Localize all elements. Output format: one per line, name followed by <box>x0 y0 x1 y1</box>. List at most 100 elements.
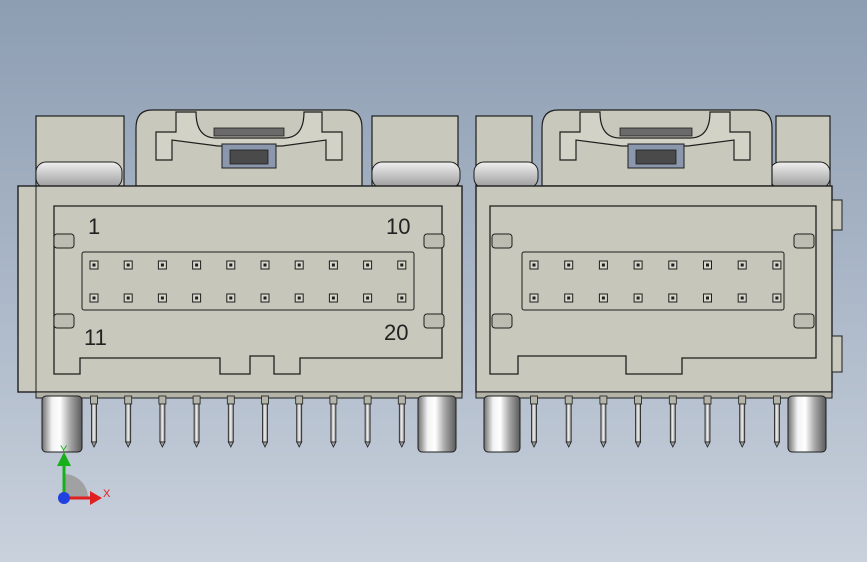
left-key-bl <box>53 313 75 329</box>
pin-label-20: 20 <box>384 320 408 345</box>
pcb-pin <box>296 403 303 443</box>
right-key-tr <box>793 233 815 249</box>
contact-hole-core <box>532 296 536 300</box>
left-connector[interactable]: 1 10 11 20 <box>17 109 463 453</box>
pcb-pin <box>159 403 166 443</box>
pcb-pin-shoulder <box>192 395 201 405</box>
left-latch-arm <box>155 111 343 161</box>
contact-hole-core <box>740 296 744 300</box>
left-peg-right <box>417 395 457 453</box>
contact-hole-core <box>297 296 301 300</box>
contact-hole-core <box>229 296 233 300</box>
pcb-pin-shoulder <box>226 395 235 405</box>
pcb-pin-tip <box>330 441 337 448</box>
contact-hole-core <box>567 263 571 267</box>
pcb-pin-shoulder <box>564 395 573 405</box>
left-key-tr <box>423 233 445 249</box>
pcb-pin-tip <box>90 441 98 448</box>
pcb-pin <box>600 403 607 443</box>
right-key-tl <box>491 233 513 249</box>
contact-hole-core <box>740 263 744 267</box>
contact-hole-core <box>775 296 779 300</box>
right-latch-arm <box>559 111 751 161</box>
pcb-pin-shoulder <box>599 395 608 405</box>
left-latch-tab <box>229 149 269 165</box>
pcb-pin <box>262 403 268 443</box>
pcb-pin-shoulder <box>158 395 167 405</box>
pcb-pin <box>739 403 746 443</box>
x-axis-arrowhead-icon <box>90 491 102 505</box>
pcb-pin-shoulder <box>90 395 98 405</box>
left-pcb-pins <box>90 395 406 448</box>
pin-label-10: 10 <box>386 214 410 239</box>
contact-hole-core <box>331 263 335 267</box>
right-latch-tab <box>635 149 677 165</box>
pcb-pin-shoulder <box>329 395 338 405</box>
pin-label-1: 1 <box>88 214 100 239</box>
pcb-pin <box>398 403 405 443</box>
pcb-pin-shoulder <box>634 395 642 405</box>
right-key-bl <box>491 313 513 329</box>
pcb-pin-shoulder <box>261 395 269 405</box>
contact-hole-core <box>636 263 640 267</box>
contact-hole-core <box>636 296 640 300</box>
pcb-pin-tip <box>739 441 746 448</box>
contact-hole-core <box>297 263 301 267</box>
left-shoulder-right <box>371 161 461 189</box>
pcb-pin-tip <box>398 441 405 448</box>
contact-hole-core <box>775 263 779 267</box>
right-shoulder-right <box>769 161 831 189</box>
pcb-pin-tip <box>565 441 572 448</box>
pin-label-11: 11 <box>84 325 107 350</box>
pcb-pin <box>565 403 572 443</box>
right-contact-holes <box>529 260 782 303</box>
right-key-br <box>793 313 815 329</box>
pcb-pin-shoulder <box>124 395 133 405</box>
pcb-pin-tip <box>364 441 371 448</box>
contact-hole-core <box>706 263 709 267</box>
right-latch-top-tab <box>619 127 693 137</box>
z-axis-dot-icon <box>58 492 70 504</box>
pcb-pin <box>125 403 132 443</box>
left-latch-top-tab <box>213 127 285 137</box>
contact-hole-core <box>601 263 605 267</box>
pcb-pin-tip <box>125 441 132 448</box>
contact-hole-core <box>126 263 130 267</box>
left-base <box>35 391 463 399</box>
y-axis-arrowhead-icon <box>57 452 71 466</box>
contact-hole-core <box>263 263 267 267</box>
right-base <box>475 391 833 399</box>
right-pcb-pins <box>530 395 781 448</box>
pcb-pin-tip <box>261 441 269 448</box>
pcb-pin <box>704 403 711 443</box>
pcb-pin-tip <box>530 441 538 448</box>
right-peg-left <box>483 395 521 453</box>
contact-hole-core <box>92 296 96 300</box>
y-axis-label: Y <box>60 444 68 456</box>
pcb-pin <box>669 403 676 443</box>
contact-hole-core <box>706 296 709 300</box>
pcb-pin-shoulder <box>703 395 712 405</box>
contact-hole-core <box>92 263 96 267</box>
pcb-pin-tip <box>193 441 200 448</box>
contact-hole-core <box>400 296 404 300</box>
contact-hole-core <box>160 296 164 300</box>
pcb-pin-shoulder <box>738 395 747 405</box>
contact-hole-core <box>671 263 675 267</box>
pcb-pin <box>193 403 200 443</box>
contact-hole-core <box>126 296 130 300</box>
left-contact-holes <box>89 260 407 303</box>
right-shoulder-left <box>473 161 539 189</box>
pcb-pin-tip <box>159 441 166 448</box>
axis-triad[interactable]: Y X <box>57 444 111 505</box>
right-connector[interactable] <box>473 109 843 453</box>
contact-hole-core <box>366 263 370 267</box>
pcb-pin <box>364 403 371 443</box>
triad-quarter-disc <box>64 474 88 498</box>
contact-hole-core <box>331 296 335 300</box>
pcb-pin-shoulder <box>530 395 538 405</box>
pcb-pin <box>531 403 537 443</box>
contact-hole-core <box>195 296 199 300</box>
pcb-pin-tip <box>634 441 642 448</box>
